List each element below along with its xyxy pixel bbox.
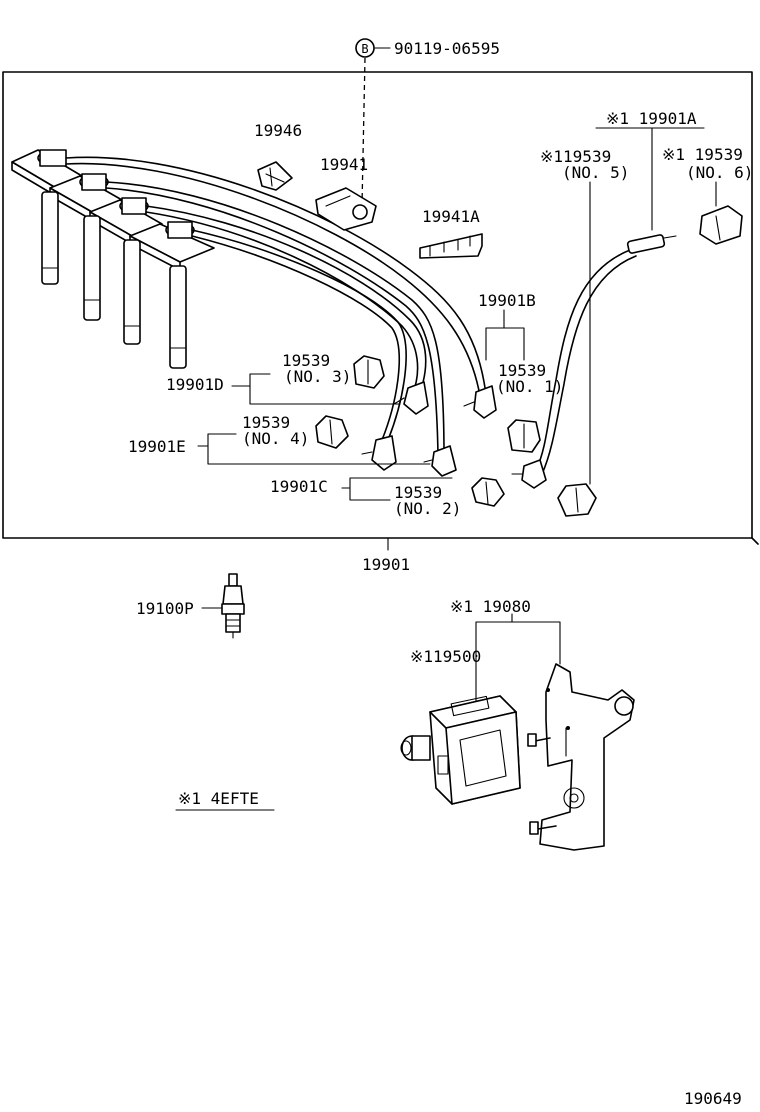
label-19941[interactable]: 19941 xyxy=(320,155,368,174)
cap-no6[interactable] xyxy=(699,205,743,245)
label-19901c[interactable]: 19901C xyxy=(270,477,328,496)
label-19901b[interactable]: 19901B xyxy=(478,291,536,310)
label-cap-no6-num: (NO. 6) xyxy=(686,163,753,182)
cap-no3[interactable] xyxy=(353,355,385,389)
bolt-symbol-letter: B xyxy=(361,42,368,56)
plug-cap-boots xyxy=(11,149,215,369)
page-code: 190649 xyxy=(684,1089,742,1108)
label-19901a[interactable]: ※1 19901A xyxy=(606,109,697,128)
label-19941a[interactable]: 19941A xyxy=(422,207,480,226)
cap-no1[interactable] xyxy=(507,419,541,453)
coil-bracket[interactable] xyxy=(527,663,635,851)
label-cap-no1-num: (NO. 1) xyxy=(496,377,563,396)
label-spark-plug[interactable]: 19100P xyxy=(136,599,194,618)
label-cap-no3-num: (NO. 3) xyxy=(284,367,351,386)
bolt-symbol-circle xyxy=(355,38,375,58)
bolt-dashed-leader xyxy=(361,57,366,206)
label-cap-no4-part[interactable]: 19539 xyxy=(242,413,290,432)
bolt-part-number[interactable]: 90119-06595 xyxy=(394,39,500,58)
label-cap-no5-part[interactable]: ※119539 xyxy=(540,147,611,166)
label-cap-no4-num: (NO. 4) xyxy=(242,429,309,448)
label-cap-no5-num: (NO. 5) xyxy=(562,163,629,182)
bolt-callout: B 90119-06595 xyxy=(355,38,500,206)
label-cap-no2-num: (NO. 2) xyxy=(394,499,461,518)
clamp-19941[interactable] xyxy=(315,187,377,231)
label-19901e[interactable]: 19901E xyxy=(128,437,186,456)
ignition-wires xyxy=(65,156,487,456)
cap-no5[interactable] xyxy=(557,483,597,517)
label-19946[interactable]: 19946 xyxy=(254,121,302,140)
label-coil[interactable]: ※119500 xyxy=(410,647,481,666)
label-coil-assy[interactable]: ※1 19080 xyxy=(450,597,531,616)
cap-no2[interactable] xyxy=(471,477,505,507)
label-cap-no3-part[interactable]: 19539 xyxy=(282,351,330,370)
label-cap-no1-part[interactable]: 19539 xyxy=(498,361,546,380)
label-cap-no2-part[interactable]: 19539 xyxy=(394,483,442,502)
cap-no4[interactable] xyxy=(315,415,349,449)
note-engine-code: ※1 4EFTE xyxy=(178,789,259,808)
spark-plug[interactable] xyxy=(221,573,245,639)
label-19901d[interactable]: 19901D xyxy=(166,375,224,394)
clamp-19946[interactable] xyxy=(257,161,293,191)
clamp-19941a[interactable] xyxy=(419,233,483,259)
cord-set-frame xyxy=(2,71,753,539)
wire-end-terminals xyxy=(361,381,497,477)
ignition-coil[interactable] xyxy=(400,695,521,805)
cord-19901a[interactable] xyxy=(511,234,677,489)
label-cap-no6-part[interactable]: ※1 19539 xyxy=(662,145,743,164)
label-cord-set[interactable]: 19901 xyxy=(362,555,410,574)
